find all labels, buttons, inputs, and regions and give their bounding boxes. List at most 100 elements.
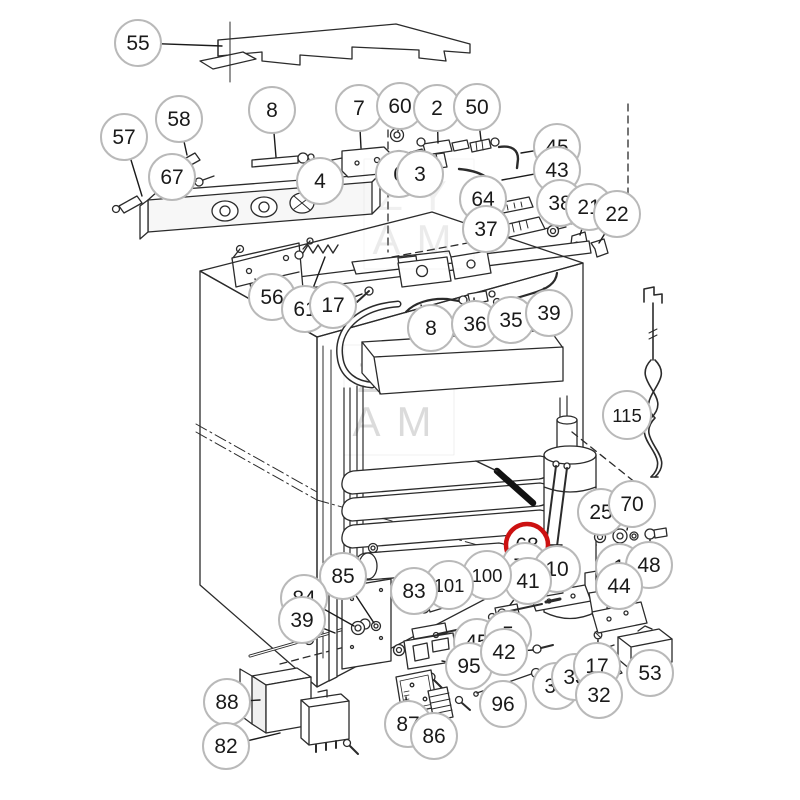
callout-circle[interactable] [114, 19, 162, 67]
callout-circle[interactable] [525, 289, 573, 337]
callout-35[interactable]: 35 [487, 296, 535, 344]
callout-leader [359, 130, 362, 149]
callout-circle[interactable] [396, 150, 444, 198]
callout-100[interactable]: 100 [462, 550, 512, 600]
callout-36[interactable]: 36 [451, 297, 499, 348]
callout-leader [501, 173, 536, 181]
callout-circle[interactable] [319, 552, 367, 600]
callout-4[interactable]: 4 [296, 157, 344, 205]
callout-leader [353, 293, 363, 298]
callout-layer: 5557586787602504543634643821223756611783… [100, 19, 674, 770]
callout-leader [273, 132, 277, 158]
callout-8[interactable]: 8 [248, 86, 296, 158]
top-vent-panel-art [199, 21, 471, 83]
callout-44[interactable]: 44 [595, 562, 643, 610]
callout-number: 48 [637, 554, 660, 577]
callout-number: 17 [321, 294, 344, 317]
callout-leader [509, 598, 515, 606]
callout-number: 55 [126, 32, 149, 55]
callout-115[interactable]: 115 [602, 390, 652, 440]
callout-circle[interactable] [155, 95, 203, 143]
callout-circle[interactable] [479, 680, 527, 728]
callout-2[interactable]: 2 [413, 84, 461, 144]
callout-number: 22 [605, 203, 628, 226]
callout-58[interactable]: 58 [155, 95, 203, 156]
callout-circle[interactable] [626, 649, 674, 697]
callout-number: 95 [457, 655, 480, 678]
callout-circle[interactable] [390, 567, 438, 615]
callout-number: 39 [290, 609, 313, 632]
flue-baffle-art [643, 286, 663, 478]
callout-number: 96 [491, 693, 514, 716]
callout-number: 85 [331, 565, 354, 588]
callout-circle[interactable] [575, 671, 623, 719]
callout-number: 56 [260, 286, 283, 309]
callout-3[interactable]: 3 [396, 150, 444, 198]
callout-number: 25 [589, 501, 612, 524]
callout-number: 44 [607, 575, 631, 598]
callout-number: 7 [353, 97, 365, 120]
callout-leader [479, 129, 482, 141]
callout-17[interactable]: 17 [309, 281, 363, 329]
callout-circle[interactable] [309, 281, 357, 329]
callout-leader [129, 158, 143, 197]
callout-circle[interactable] [462, 205, 510, 253]
callout-39[interactable]: 39 [278, 596, 336, 644]
callout-circle[interactable] [602, 390, 652, 440]
callout-circle[interactable] [148, 153, 196, 201]
callout-83[interactable]: 83 [390, 567, 438, 615]
callout-85[interactable]: 85 [319, 552, 375, 624]
callout-22[interactable]: 22 [593, 190, 641, 244]
electrical-parts-art [239, 667, 471, 755]
callout-circle[interactable] [480, 628, 528, 676]
callout-32[interactable]: 32 [575, 671, 623, 719]
callout-67[interactable]: 67 [148, 153, 197, 201]
mounting-plate [341, 578, 392, 670]
callout-7[interactable]: 7 [335, 84, 383, 149]
callout-86[interactable]: 86 [410, 712, 458, 760]
watermark-text: AM [373, 216, 468, 263]
callout-number: 36 [463, 313, 486, 336]
callout-circle[interactable] [608, 480, 656, 528]
callout-number: 58 [167, 108, 190, 131]
callout-50[interactable]: 50 [453, 83, 501, 141]
callout-circle[interactable] [595, 562, 643, 610]
callout-circle[interactable] [410, 712, 458, 760]
heater-element [555, 467, 568, 555]
callout-number: 83 [402, 580, 425, 603]
callout-37[interactable]: 37 [462, 205, 510, 253]
callout-leader [160, 43, 223, 47]
callout-82[interactable]: 82 [202, 722, 281, 770]
callout-leader [579, 228, 583, 236]
callout-39[interactable]: 39 [525, 287, 573, 337]
callout-53[interactable]: 53 [626, 649, 674, 697]
callout-8[interactable]: 8 [407, 304, 455, 352]
callout-55[interactable]: 55 [114, 19, 223, 67]
callout-number: 42 [492, 641, 515, 664]
watermark-text: AM [353, 398, 448, 445]
callout-circle[interactable] [296, 157, 344, 205]
callout-number: 88 [215, 691, 238, 714]
callout-number: 57 [112, 126, 135, 149]
callout-circle[interactable] [202, 722, 250, 770]
callout-57[interactable]: 57 [100, 113, 148, 197]
callout-41[interactable]: 41 [504, 557, 552, 606]
callout-number: 53 [638, 662, 661, 685]
callout-circle[interactable] [453, 83, 501, 131]
callout-number: 100 [472, 565, 503, 586]
callout-number: 2 [431, 97, 443, 120]
callout-42[interactable]: 42 [480, 628, 534, 676]
callout-number: 4 [314, 170, 326, 193]
callout-leader [247, 732, 281, 742]
callout-circle[interactable] [278, 596, 326, 644]
callout-96[interactable]: 96 [479, 680, 527, 728]
callout-60[interactable]: 60 [376, 82, 424, 132]
callout-circle[interactable] [593, 190, 641, 238]
callout-number: 82 [214, 735, 237, 758]
callout-circle[interactable] [248, 86, 296, 134]
callout-number: 67 [160, 166, 183, 189]
callout-70[interactable]: 70 [608, 480, 656, 531]
callout-circle[interactable] [100, 113, 148, 161]
